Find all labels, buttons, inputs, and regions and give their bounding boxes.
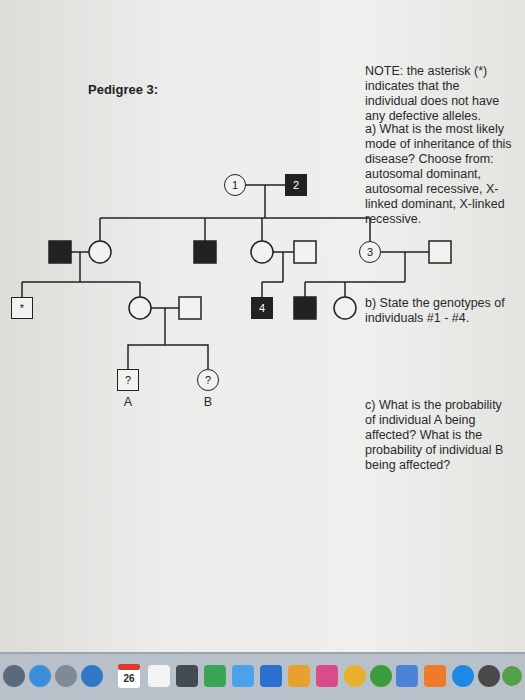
question-text: c) What is the probability of individual… <box>365 398 515 473</box>
male-square: 2 <box>285 174 307 196</box>
male-square: * <box>11 297 33 319</box>
sibship-line <box>128 345 208 369</box>
question-text: a) What is the most likely mode of inher… <box>365 122 515 227</box>
question-text: NOTE: the asterisk (*) indicates that th… <box>365 64 515 124</box>
female-circle: ? <box>197 369 219 391</box>
individual-number: 2 <box>293 179 299 191</box>
male-square: 4 <box>251 297 273 319</box>
mating-line <box>246 184 285 186</box>
individual-number: ? <box>205 374 211 386</box>
female-circle: 1 <box>224 174 246 196</box>
female-circle: 3 <box>359 241 381 263</box>
individual-letter: A <box>124 395 132 410</box>
male-square: ? <box>117 369 139 391</box>
individual-number: 4 <box>259 302 265 314</box>
individual-number: 3 <box>367 246 373 258</box>
calendar-date: 26 <box>123 671 134 686</box>
individual-number: ? <box>125 374 131 386</box>
individual-number: 1 <box>232 179 238 191</box>
question-text: b) State the genotypes of individuals #1… <box>365 296 515 326</box>
individual-number: * <box>20 302 24 314</box>
title: Pedigree 3: <box>88 82 158 97</box>
individual-letter: B <box>204 395 212 410</box>
